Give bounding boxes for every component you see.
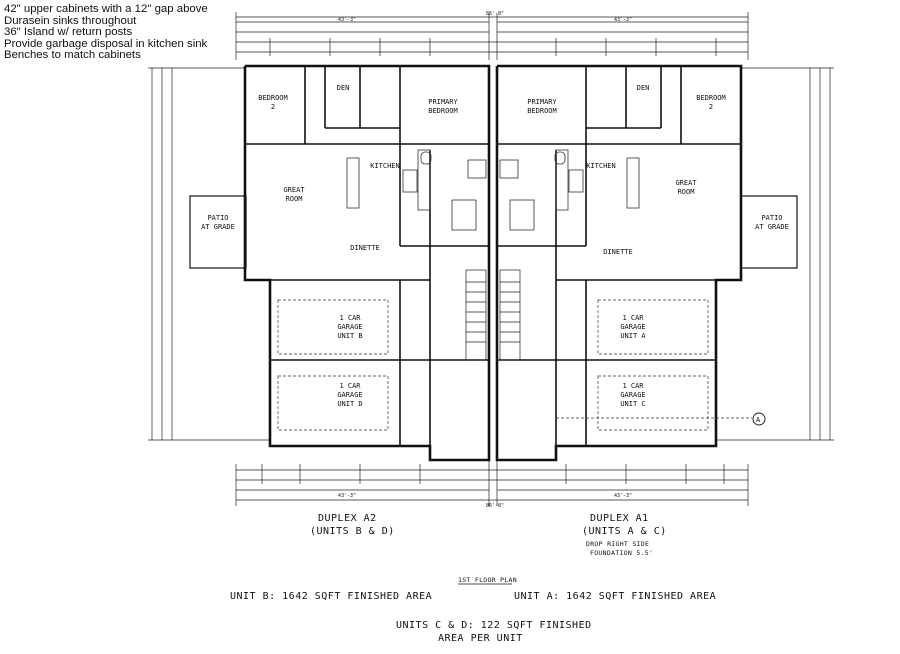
room-primary-right-2: BEDROOM [527,107,557,115]
room-bedroom2-left: BEDROOM [258,94,288,102]
garage-b-line1: 1 CAR [339,314,361,322]
room-den-left: DEN [337,84,350,92]
room-great-left: GREAT [283,186,305,194]
room-bedroom2-left-number: 2 [271,103,275,111]
kitchen-fixtures [346,149,640,231]
room-primary-left-2: BEDROOM [428,107,458,115]
duplex-a2-units: (UNITS B & D) [310,526,395,537]
left-half-width-top: 43'-3" [338,17,356,23]
garage-d-line3: UNIT D [337,400,362,408]
design-notes: 42" upper cabinets with a 12" gap above … [4,3,208,62]
room-bedroom2-right: BEDROOM [696,94,726,102]
note-disposal: Provide garbage disposal in kitchen sink [4,37,208,50]
note-sinks: Durasein sinks throughout [4,14,137,27]
garage-d-line1: 1 CAR [339,382,361,390]
drop-right-side-note: DROP RIGHT SIDE [586,540,650,548]
overall-width-top: 86'-8" [486,11,504,17]
room-great-left-2: ROOM [286,195,303,203]
left-half-width-bottom: 43'-3" [338,493,356,499]
room-patio-right-2: AT GRADE [755,223,789,231]
garage-b-line2: GARAGE [337,323,362,331]
duplex-a1-units: (UNITS A & C) [582,526,667,537]
garage-a-line1: 1 CAR [622,314,644,322]
interior-walls [245,66,741,446]
room-primary-right: PRIMARY [527,98,557,106]
garage-d-line2: GARAGE [337,391,362,399]
dimension-lines-bottom [235,450,749,506]
exterior-walls [243,64,743,462]
section-marker-label: A [756,416,761,424]
room-patio-left: PATIO [207,214,228,222]
note-island: 36" Island w/ return posts [4,26,133,39]
note-benches: Benches to match cabinets [4,49,141,62]
duplex-a1-title: DUPLEX A1 [590,513,649,524]
foundation-note: FOUNDATION 5.5' [590,549,654,557]
garage-c-line3: UNIT C [620,400,645,408]
room-great-right-2: ROOM [678,188,695,196]
room-great-right: GREAT [675,179,697,187]
garage-door-outlines [277,299,752,431]
room-kitchen-left: KITCHEN [370,162,400,170]
room-primary-left: PRIMARY [428,98,458,106]
overall-width-bottom: 86'-8" [486,503,504,509]
patios [189,195,798,269]
room-den-right: DEN [637,84,650,92]
unit-a-area: UNIT A: 1642 SQFT FINISHED AREA [514,591,717,602]
garage-c-line2: GARAGE [620,391,645,399]
unit-b-area: UNIT B: 1642 SQFT FINISHED AREA [230,591,433,602]
room-dinette-left: DINETTE [350,244,380,252]
garage-b-line3: UNIT B [337,332,362,340]
units-cd-area-line2: AREA PER UNIT [438,633,523,644]
dimension-lines-top [235,12,749,60]
note-upper-cabinets: 42" upper cabinets with a 12" gap above [4,3,208,15]
room-patio-right: PATIO [761,214,782,222]
garage-c-line1: 1 CAR [622,382,644,390]
garage-a-line2: GARAGE [620,323,645,331]
duplex-a2-title: DUPLEX A2 [318,513,377,524]
room-kitchen-right: KITCHEN [586,162,616,170]
right-half-width-bottom: 43'-3" [614,493,632,499]
right-half-width-top: 43'-3" [614,17,632,23]
room-patio-left-2: AT GRADE [201,223,235,231]
stairs [465,269,521,361]
section-marker-circle [752,412,766,426]
room-dinette-right: DINETTE [603,248,633,256]
units-cd-area-line1: UNITS C & D: 122 SQFT FINISHED [396,620,592,631]
dimension-lines-sides [148,67,834,441]
garage-a-line3: UNIT A [620,332,646,340]
floor-plan-title: 1ST FLOOR PLAN [458,576,517,584]
room-bedroom2-right-number: 2 [709,103,713,111]
